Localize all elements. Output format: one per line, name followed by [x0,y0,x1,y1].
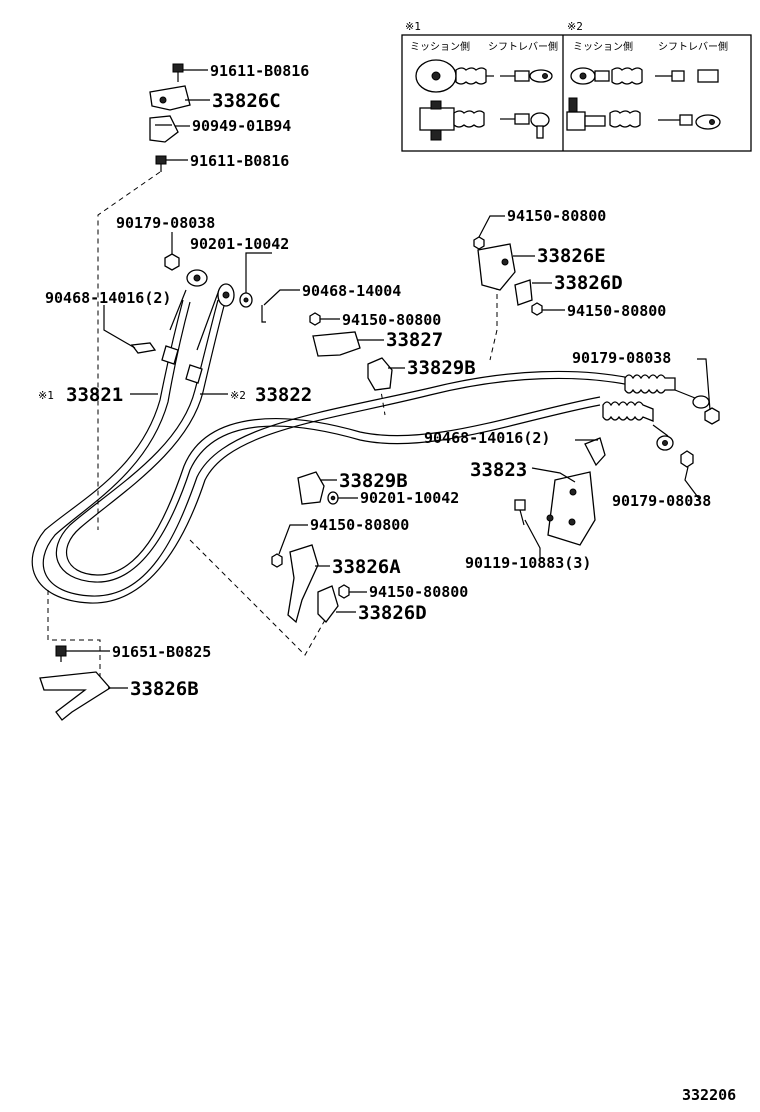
label-33826A: 33826A [332,556,401,578]
part-labels: 91611-B0816 33826C 90949-01B94 91611-B08… [38,62,736,1104]
label-90119: 90119-10883(3) [465,554,591,572]
nut-90179-left [164,253,180,271]
nut-90179-right-bot [680,450,694,468]
label-33827: 33827 [386,329,443,351]
label-90179-left: 90179-08038 [116,214,215,232]
inset-col1-right: シフトレバー側 [488,40,558,53]
inset-lever-end-2b [658,114,721,130]
inset-box: ※1 ※2 ミッション側 シフトレバー側 ミッション側 シフトレバー側 [401,20,752,152]
clip-90468-left [130,342,157,354]
clip-90468-right [584,437,606,467]
label-33826C: 33826C [212,90,281,112]
pin-90468-14004 [261,305,266,323]
mark-2: ※2 [230,389,246,402]
clamp-33826D-bottom [317,585,339,623]
label-90179-right-top: 90179-08038 [572,349,671,367]
reference-lines [47,171,498,690]
inset-cable-end-1b [419,100,485,141]
bracket-33826C [149,85,191,111]
label-33822: 33822 [255,384,312,406]
label-33821: 33821 [66,384,123,406]
label-90949: 90949-01B94 [192,117,291,135]
bracket-33826A [287,544,319,624]
nut-94150-top [473,236,485,250]
washer-90201-top [239,292,253,308]
clip-33829B-top [367,357,393,391]
bracket-33826B [39,671,111,721]
nut-94150-mid [309,312,321,326]
label-90468-14004: 90468-14004 [302,282,401,300]
bolt-90119 [514,499,526,526]
label-94150-bottom: 94150-80800 [369,583,468,601]
inset-col2-left: ミッション側 [573,40,633,53]
nut-94150-bottom [338,584,350,599]
inset-mark-2: ※2 [567,20,583,33]
clamp-33826D-top [514,279,533,306]
cable-33821 [31,299,631,604]
bracket-33823 [546,471,596,546]
diagram-reference-number: 332206 [682,1086,736,1104]
inset-col1-left: ミッション側 [410,40,470,53]
bolt-91611-bottom [155,155,167,172]
label-90179-right-bottom: 90179-08038 [612,492,711,510]
label-90468-14016-right: 90468-14016(2) [424,429,550,447]
bolt-91651 [55,645,67,662]
nut-94150-right [531,302,543,316]
label-90201-top: 90201-10042 [190,235,289,253]
washer-90201-bottom [327,491,339,505]
inset-cable-end-2a [570,67,643,85]
inset-col2-right: シフトレバー側 [658,40,728,53]
label-94150-mid: 94150-80800 [342,311,441,329]
label-33829B-bottom: 33829B [339,470,408,492]
inset-cable-end-1a [415,59,494,93]
label-90201-bottom: 90201-10042 [360,489,459,507]
label-33826D-top: 33826D [554,272,623,294]
label-33823: 33823 [470,459,527,481]
label-33826B: 33826B [130,678,199,700]
bolt-91611-top [172,63,184,82]
label-90468-14016-left: 90468-14016(2) [45,289,171,307]
inset-mark-1: ※1 [405,20,421,33]
clip-33829B-bottom [297,471,325,505]
label-94150-lower: 94150-80800 [310,516,409,534]
bracket-33827 [312,331,361,357]
label-91651: 91651-B0825 [112,643,211,661]
leader-lines [66,69,711,689]
inset-lever-end-2a [655,69,719,83]
inset-cable-end-2b [566,97,641,131]
shift-cables [31,269,710,604]
mark-1: ※1 [38,389,54,402]
inset-lever-end-1b [500,112,550,139]
label-94150-right: 94150-80800 [567,302,666,320]
nut-90179-right-top [704,407,720,425]
label-91611-top: 91611-B0816 [210,62,309,80]
label-94150-top: 94150-80800 [507,207,606,225]
bracket-33826E [477,243,516,291]
nut-94150-lower [271,553,283,568]
cable-33822 [55,299,601,583]
label-33829B-top: 33829B [407,357,476,379]
label-91611-bottom: 91611-B0816 [190,152,289,170]
label-33826D-bottom: 33826D [358,602,427,624]
label-33826E: 33826E [537,245,606,267]
clip-90949 [149,115,179,143]
inset-lever-end-1a [500,69,553,83]
